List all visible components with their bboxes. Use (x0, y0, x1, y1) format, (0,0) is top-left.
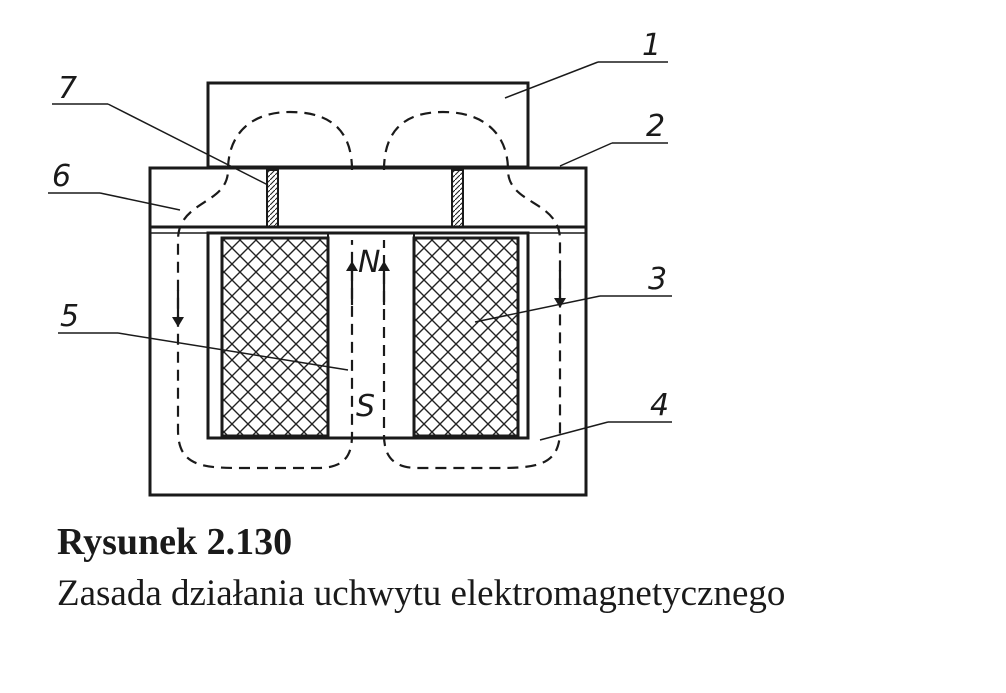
pole-south: S (356, 389, 375, 424)
label-7: 7 (58, 71, 77, 106)
chuck-body (148, 166, 588, 497)
label-4: 4 (650, 388, 669, 423)
leader-2 (559, 142, 613, 167)
pole-north: N (358, 245, 380, 280)
leader-1 (504, 61, 599, 99)
leader-4 (539, 421, 609, 441)
figure-title: Rysunek 2.130 (57, 521, 293, 563)
label-6: 6 (52, 159, 71, 194)
leader-5 (117, 332, 349, 371)
insulator-right (451, 169, 464, 228)
leader-3 (474, 295, 601, 323)
flux-path-left (176, 110, 354, 470)
coil-left (220, 236, 330, 438)
label-2: 2 (646, 109, 665, 144)
electromagnetic-chuck-diagram: N S 1 2 3 4 5 6 7 (48, 28, 672, 497)
label-1: 1 (642, 28, 661, 63)
leader-7 (107, 103, 269, 186)
label-3: 3 (648, 262, 667, 297)
insulator-left (266, 169, 279, 228)
label-5: 5 (60, 299, 79, 334)
leader-6 (99, 192, 181, 211)
coil-right (412, 236, 520, 438)
figure-caption: Zasada działania uchwytu elektromagnetyc… (57, 573, 786, 614)
inner-cavity (206, 231, 530, 440)
flux-path-right (382, 110, 562, 470)
workpiece (206, 81, 530, 169)
